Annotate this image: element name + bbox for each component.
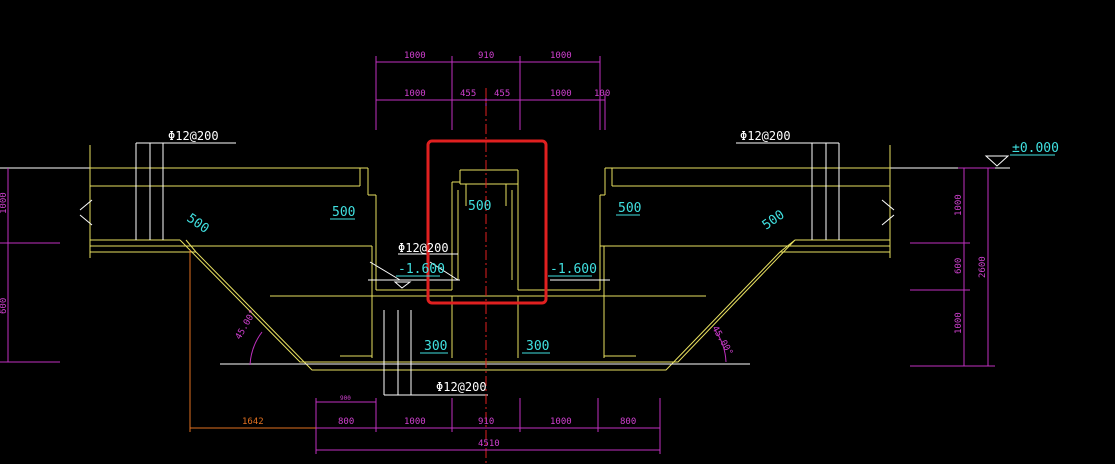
rebar-label-left: Φ12@200 [168, 129, 219, 143]
bottom-dim-5: 800 [620, 417, 636, 427]
bottom-small-dim: 900 [340, 395, 351, 402]
right-total-dim: 2600 [978, 256, 988, 278]
angle-left: 45.00° [234, 308, 259, 341]
offset-dim: 1642 [242, 417, 264, 427]
right-dim-3: 1000 [954, 312, 964, 334]
thickness-left-slope: 500 [184, 211, 212, 237]
rebar-label-middle: Φ12@200 [398, 241, 449, 255]
top-dimensions: 1000 910 1000 1000 455 455 1000 100 [375, 51, 610, 130]
top-dim-r2-5: 100 [594, 89, 610, 99]
structure-outline [0, 142, 1010, 396]
top-dim-r2-2: 455 [460, 89, 476, 99]
thickness-right-slab: 500 [618, 201, 641, 216]
top-dim-2: 910 [478, 51, 494, 61]
right-dim-1: 1000 [954, 194, 964, 216]
elevation-left-pit: -1.600 [398, 262, 445, 277]
labels: Φ12@200 Φ12@200 Φ12@200 Φ12@200 ±0.000 -… [168, 129, 1059, 394]
thickness-left-base: 300 [424, 339, 447, 354]
top-dim-r2-1: 1000 [404, 89, 426, 99]
bottom-total-dim: 4510 [478, 439, 500, 449]
thickness-left-slab: 500 [332, 205, 355, 220]
elevation-right-pit: -1.600 [550, 262, 597, 277]
elevation-ground: ±0.000 [1012, 141, 1059, 156]
bottom-dim-1: 800 [338, 417, 354, 427]
bottom-dimensions: 900 800 1000 910 1000 800 4510 1642 [189, 250, 661, 454]
top-dim-r2-4: 1000 [550, 89, 572, 99]
top-dim-1: 1000 [404, 51, 426, 61]
right-vertical-dimensions: 1000 600 1000 2600 [910, 167, 995, 367]
thickness-center: 500 [468, 199, 491, 214]
left-dim-2: 600 [0, 298, 9, 314]
angle-right: 45.00° [709, 325, 734, 358]
left-dim-1: 1000 [0, 192, 9, 214]
left-vertical-dimensions: 1000 600 [0, 168, 60, 363]
right-dim-2: 600 [954, 258, 964, 274]
highlight-box[interactable] [426, 139, 548, 305]
bottom-dim-4: 1000 [550, 417, 572, 427]
bottom-dim-2: 1000 [404, 417, 426, 427]
thickness-right-slope: 500 [760, 208, 788, 234]
rebar-label-bottom: Φ12@200 [436, 380, 487, 394]
top-dim-r2-3: 455 [494, 89, 510, 99]
rebar-label-right: Φ12@200 [740, 129, 791, 143]
top-dim-3: 1000 [550, 51, 572, 61]
bottom-dim-3: 910 [478, 417, 494, 427]
thickness-right-base: 300 [526, 339, 549, 354]
